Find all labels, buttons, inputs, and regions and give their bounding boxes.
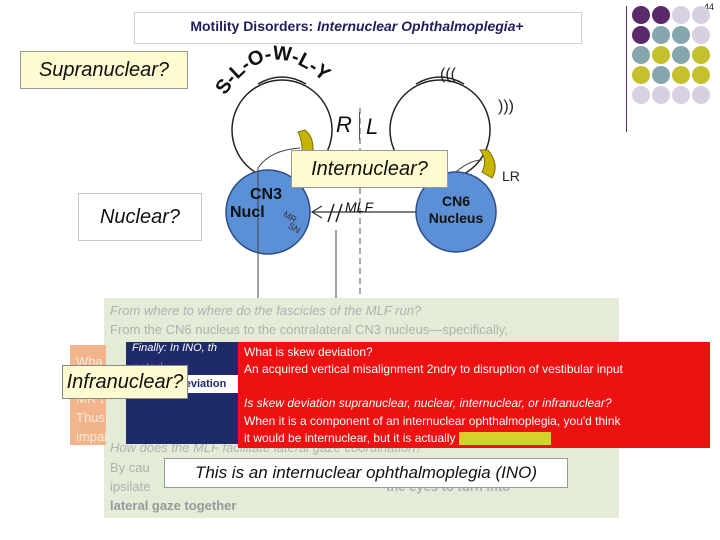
infranuclear-label: Infranuclear? — [62, 365, 188, 399]
rl-divider — [359, 112, 360, 140]
dot-purple — [652, 6, 670, 24]
red-popup-question-2: Is skew deviation supranuclear, nuclear,… — [244, 396, 612, 410]
cn3-subtitle: Nucl — [230, 204, 265, 221]
dot-lavender — [692, 26, 710, 44]
notes-line-10: lateral gaze together — [110, 498, 237, 513]
slide-number: 44 — [703, 2, 714, 12]
dot-purple — [632, 26, 650, 44]
deviation-pill: deviation — [170, 375, 260, 393]
red-popup — [238, 342, 710, 448]
slowly-text-curve: S-L-O-W-L-Y — [211, 42, 334, 98]
nystagmus-mark-right: ))) — [498, 98, 514, 115]
cn3-label: CN3 Nucl — [230, 186, 282, 222]
nuclear-label: Nuclear? — [78, 193, 202, 241]
notes-line-9: ipsilate — [110, 479, 151, 494]
dot-teal — [652, 26, 670, 44]
svg-text:S-L-O-W-L-Y: S-L-O-W-L-Y — [211, 42, 334, 98]
dot-olive — [692, 46, 710, 64]
ino-callout: This is an internuclear ophthalmoplegia … — [164, 458, 568, 488]
dot-lavender — [632, 86, 650, 104]
red-popup-answer-2-text: it would be internuclear, but it is actu… — [244, 431, 456, 445]
cn3-title: CN3 — [250, 186, 283, 203]
orange-line-3: Thus — [76, 410, 105, 425]
notes-line-1: From where to where do the fascicles of … — [110, 303, 422, 318]
lateral-rectus-label: LR — [502, 168, 520, 184]
cn6-subtitle: Nucleus — [428, 210, 484, 226]
dot-lavender — [652, 86, 670, 104]
dot-purple — [632, 6, 650, 24]
nystagmus-mark-left: ((( — [440, 66, 456, 83]
mlf-arrowhead — [310, 205, 323, 219]
orange-line-4: impai — [76, 429, 108, 444]
dot-olive — [672, 66, 690, 84]
dot-teal — [632, 46, 650, 64]
dot-lavender — [672, 6, 690, 24]
notes-line-2: From the CN6 nucleus to the contralatera… — [110, 322, 508, 337]
right-cornea — [415, 76, 465, 85]
hidden-answer-block[interactable] — [458, 432, 551, 446]
cn6-title: CN6 — [441, 193, 470, 209]
dot-olive — [632, 66, 650, 84]
internuclear-label: Internuclear? — [291, 150, 448, 188]
notes-line-8: By cau — [110, 460, 150, 475]
red-popup-question-1: What is skew deviation? — [244, 345, 373, 359]
right-label: R — [336, 112, 352, 137]
supranuclear-label: Supranuclear? — [20, 51, 188, 89]
cn6-nerve — [455, 159, 483, 173]
navy-popup-text: Finally: In INO, th — [132, 342, 217, 354]
dot-teal — [652, 66, 670, 84]
mlf-label: MLF — [345, 199, 373, 215]
slowly-label: S-L-O-W-L-Y — [211, 42, 334, 98]
red-popup-answer-2-line-1: When it is a component of an internuclea… — [244, 414, 621, 428]
dot-lavender — [692, 6, 710, 24]
dot-olive — [692, 66, 710, 84]
dot-lavender — [672, 86, 690, 104]
red-popup-answer-1: An acquired vertical misalignment 2ndry … — [244, 362, 623, 376]
red-popup-answer-2: When it is a component of an internuclea… — [244, 413, 696, 447]
dot-olive — [652, 46, 670, 64]
red-popup-answer-2-line-2: it would be internuclear, but it is actu… — [244, 430, 696, 447]
dot-lavender — [692, 86, 710, 104]
left-label: L — [366, 114, 379, 139]
cn3-nucleus — [225, 169, 311, 255]
left-cornea — [257, 76, 307, 85]
title-frame — [134, 12, 582, 44]
cn6-label: CN6 Nucleus — [422, 193, 490, 227]
dot-teal — [672, 26, 690, 44]
cn3-nerve — [257, 147, 301, 300]
slide-title: Motility Disorders: Internuclear Ophthal… — [190, 18, 524, 34]
decorative-dot-grid — [632, 6, 710, 106]
lateral-rectus-muscle — [478, 149, 496, 179]
mlf-lesion-mark — [327, 203, 343, 223]
vertical-divider — [626, 6, 627, 132]
dot-teal — [672, 46, 690, 64]
